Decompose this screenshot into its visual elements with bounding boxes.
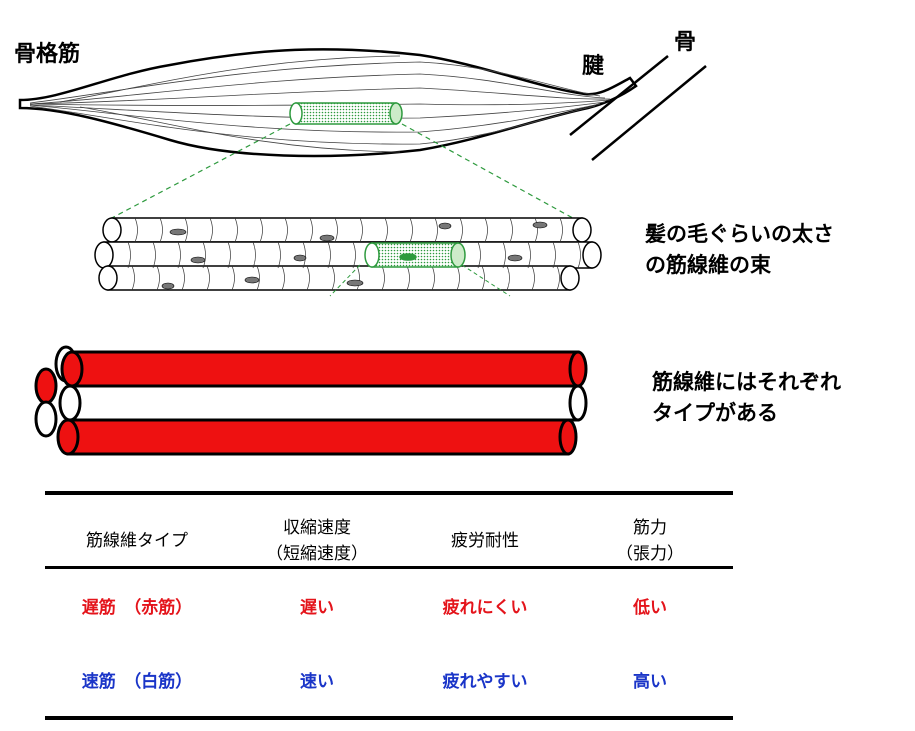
slow-twitch-speed: 遅い <box>300 598 334 618</box>
bundle-caption-line-2: の筋線維の束 <box>645 253 771 277</box>
slow-twitch-type: 遅筋 （赤筋） <box>81 598 193 618</box>
highlighted-fiber <box>364 242 466 268</box>
fast-twitch-type: 速筋 （白筋） <box>81 672 193 692</box>
highlighted-bundle <box>289 102 403 125</box>
fiber-types-illustration <box>34 345 588 456</box>
header-fatigue-resistance: 疲労耐性 <box>451 531 519 551</box>
header-contraction-speed: 収縮速度 （短縮速度） <box>232 515 402 567</box>
fast-twitch-fatigue: 疲れやすい <box>442 672 528 692</box>
muscle-diagram <box>18 48 707 456</box>
bundle-caption-line-1: 髪の毛ぐらいの太さ <box>645 222 834 246</box>
bone-label: 骨 <box>674 30 697 55</box>
fiber-types-caption: 筋線維にはそれぞれ タイプがある <box>652 367 841 429</box>
skeletal-muscle-illustration <box>18 48 707 223</box>
header-contraction-speed-line-2: （短縮速度） <box>266 544 368 564</box>
fiber-bundle-illustration <box>94 217 602 297</box>
skeletal-muscle-label: 骨格筋 <box>14 42 81 67</box>
header-fiber-type: 筋線維タイプ <box>86 531 188 551</box>
header-strength: 筋力 （張力） <box>590 515 710 567</box>
table-top-rule <box>45 491 733 495</box>
fast-twitch-strength: 高い <box>633 672 667 692</box>
fiber-types-caption-line-1: 筋線維にはそれぞれ <box>652 370 841 394</box>
fiber-types-caption-line-2: タイプがある <box>652 401 778 425</box>
table-header-rule <box>45 566 733 569</box>
header-strength-line-1: 筋力 <box>633 518 667 538</box>
table-bottom-rule <box>45 716 733 720</box>
header-contraction-speed-line-1: 収縮速度 <box>283 518 351 538</box>
tendon-label: 腱 <box>582 54 605 79</box>
fast-twitch-speed: 速い <box>300 672 334 692</box>
header-strength-line-2: （張力） <box>616 544 684 564</box>
bundle-caption: 髪の毛ぐらいの太さ の筋線維の束 <box>645 219 834 281</box>
slow-twitch-fatigue: 疲れにくい <box>442 598 528 618</box>
slow-twitch-strength: 低い <box>633 598 667 618</box>
